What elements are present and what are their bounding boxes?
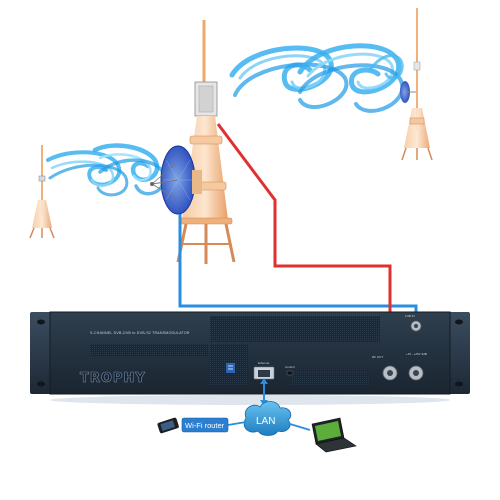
brand-logo: TROPHY — [80, 371, 146, 386]
wifi-router: Wi-Fi router — [181, 417, 229, 433]
vendor-logo-icon — [226, 363, 235, 373]
control-port[interactable] — [286, 370, 294, 376]
transmodulator-rack: S-CHANNEL DVB-DVB to DVB-S2 TRANSMODULAT… — [30, 311, 470, 405]
wifi-router-label: Wi-Fi router — [185, 421, 225, 430]
lan-label: LAN — [256, 416, 275, 427]
lan-cloud: LAN — [243, 401, 292, 436]
rf-out-label: RF OUT — [372, 355, 383, 359]
vent-top — [210, 316, 380, 342]
lnb-in-label: LNB IN — [405, 314, 415, 318]
vent-lower — [210, 344, 370, 386]
laptop-link — [289, 423, 311, 431]
control-port-label: Control — [285, 365, 295, 369]
main-tower — [150, 20, 236, 264]
signal-waves-left — [46, 143, 166, 197]
power-out-label: +15...+25V 3dB — [406, 352, 427, 356]
router-link — [227, 421, 247, 426]
ethernet-port-label: Ethernet — [258, 361, 270, 365]
right-tower — [400, 8, 433, 161]
device-caption: S-CHANNEL DVB-DVB to DVB-S2 TRANSMODULAT… — [90, 331, 190, 335]
signal-waves-top — [229, 43, 405, 113]
laptop-icon — [311, 417, 357, 453]
red-cable — [216, 123, 392, 350]
left-tower — [29, 145, 55, 239]
vent-left — [90, 344, 208, 356]
smartphone-icon — [157, 417, 179, 434]
